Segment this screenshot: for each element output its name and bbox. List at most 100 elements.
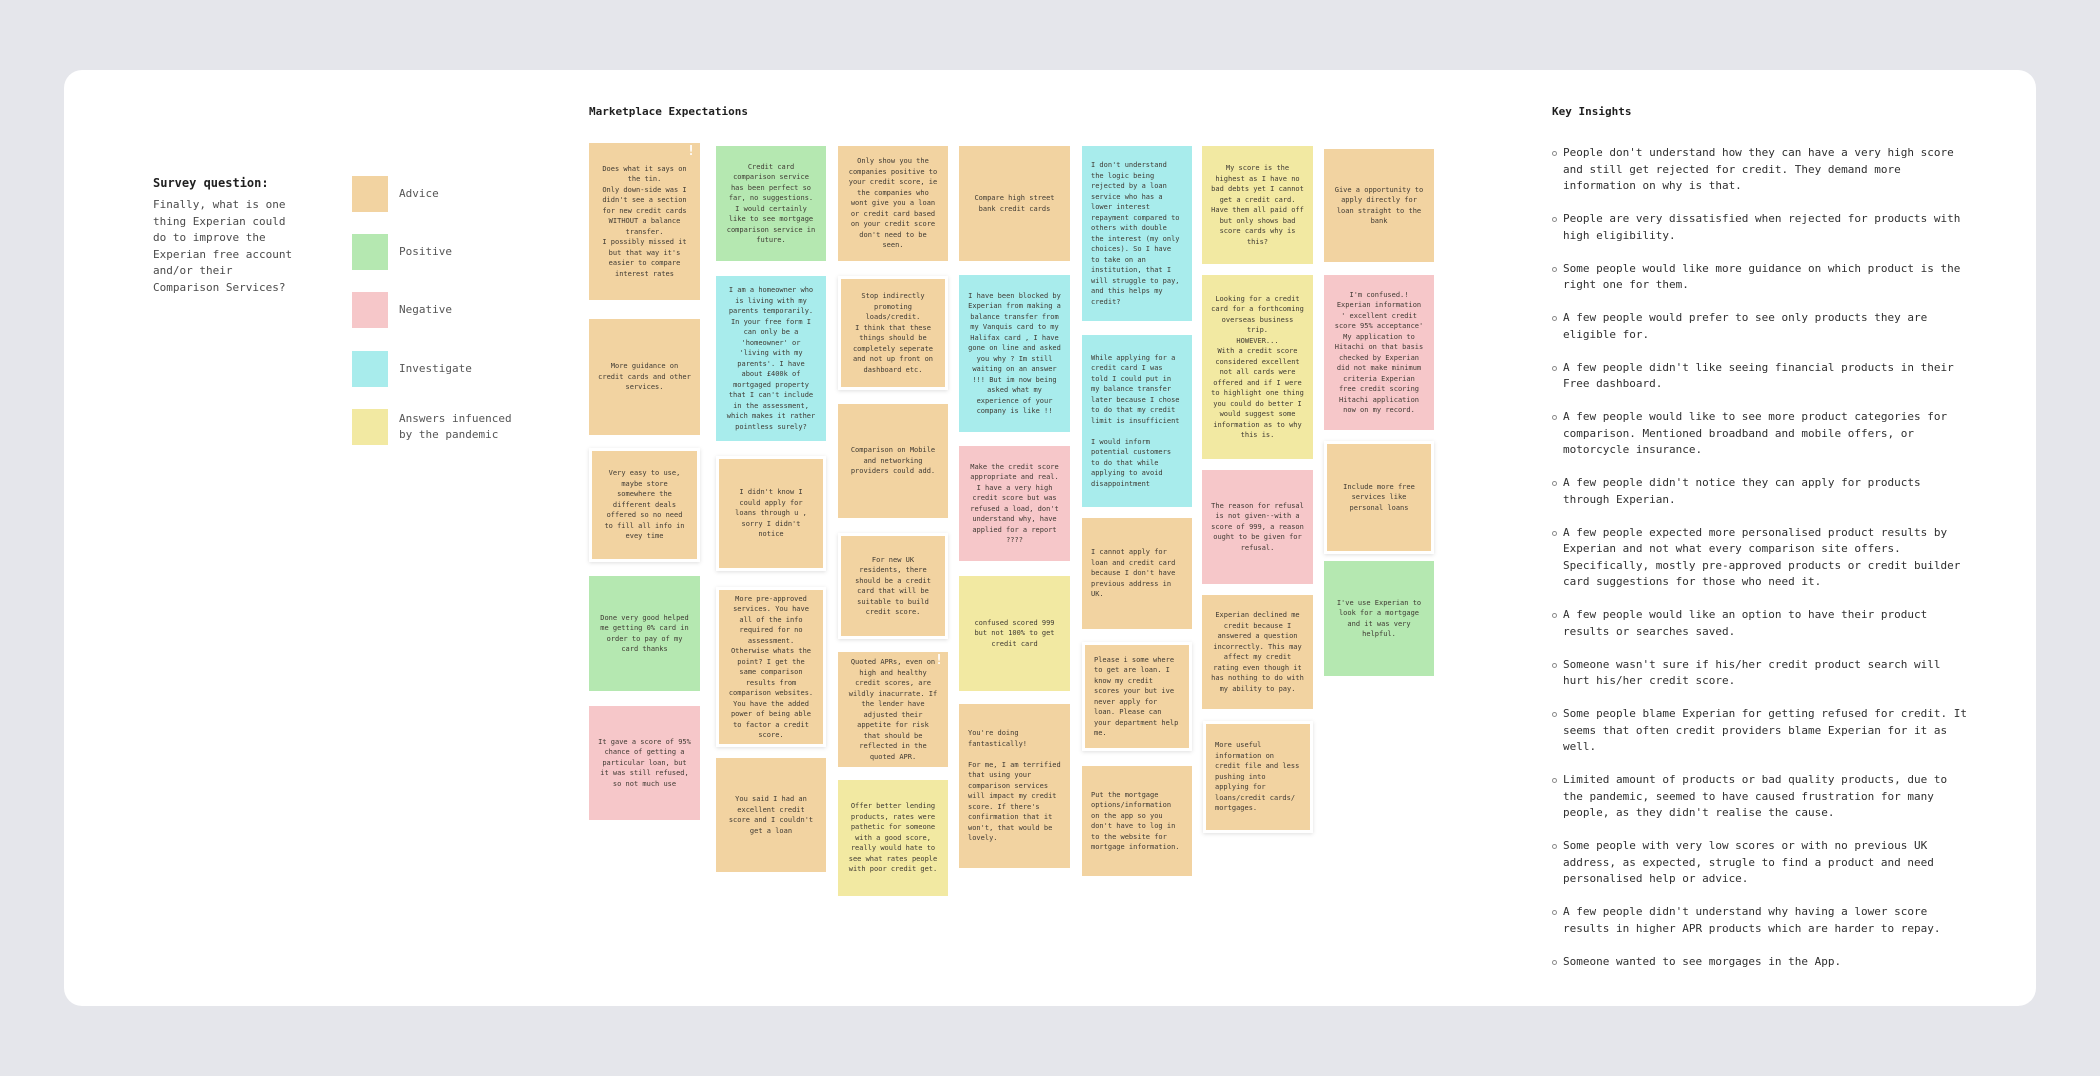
insight-item: A few people didn't like seeing financia… xyxy=(1552,360,1973,393)
note-text: Offer better lending products, rates wer… xyxy=(848,802,938,874)
note-text: More guidance on credit cards and other … xyxy=(598,362,691,392)
insight-item: A few people didn't notice they can appl… xyxy=(1552,475,1973,508)
sticky-note[interactable]: Looking for a credit card for a forthcom… xyxy=(1202,275,1313,459)
sticky-note[interactable]: Does what it says on the tin. Only down-… xyxy=(589,143,700,300)
note-text: The reason for refusal is not given--wit… xyxy=(1211,501,1304,552)
insight-item: Some people would like more guidance on … xyxy=(1552,261,1973,294)
sticky-note[interactable]: Offer better lending products, rates wer… xyxy=(838,780,948,896)
sticky-note[interactable]: I cannot apply for loan and credit card … xyxy=(1082,518,1192,629)
note-text: Please i some where to get are loan. I k… xyxy=(1094,655,1179,738)
sticky-note[interactable]: The reason for refusal is not given--wit… xyxy=(1202,470,1313,584)
note-text: I cannot apply for loan and credit card … xyxy=(1091,548,1176,599)
sticky-note[interactable]: My score is the highest as I have no bad… xyxy=(1202,146,1313,264)
sticky-note[interactable]: More guidance on credit cards and other … xyxy=(589,319,700,435)
survey-question-title: Survey question: xyxy=(153,176,269,190)
sticky-note[interactable]: Only show you the companies positive to … xyxy=(838,146,948,261)
insight-item: A few people would prefer to see only pr… xyxy=(1552,310,1973,343)
insight-item: Someone wasn't sure if his/her credit pr… xyxy=(1552,657,1973,690)
note-text: Quoted APRs, even on high and healthy cr… xyxy=(848,658,938,761)
marketplace-title: Marketplace Expectations xyxy=(589,105,748,118)
sticky-note[interactable]: Quoted APRs, even on high and healthy cr… xyxy=(838,652,948,767)
note-text: Stop indirectly promoting loads/credit. … xyxy=(852,292,934,374)
sticky-note[interactable]: Make the credit score appropriate and re… xyxy=(959,446,1070,561)
sticky-note[interactable]: I don't understand the logic being rejec… xyxy=(1082,146,1192,321)
legend-swatch-advice xyxy=(352,176,388,212)
sticky-note[interactable]: I'm confused.! Experian information ' ex… xyxy=(1324,275,1434,430)
sticky-note[interactable]: Done very good helped me getting 0% card… xyxy=(589,576,700,691)
legend-label-positive: Positive xyxy=(399,245,452,258)
note-text: Does what it says on the tin. Only down-… xyxy=(602,164,687,278)
note-text: Looking for a credit card for a forthcom… xyxy=(1211,294,1304,440)
note-text: I have been blocked by Experian from mak… xyxy=(968,291,1061,416)
sticky-note[interactable]: Experian declined me credit because I an… xyxy=(1202,595,1313,709)
sticky-note[interactable]: You said I had an excellent credit score… xyxy=(716,758,826,872)
note-text: I don't understand the logic being rejec… xyxy=(1091,161,1180,306)
note-text: Credit card comparison service has been … xyxy=(726,162,816,245)
sticky-note[interactable]: Compare high street bank credit cards xyxy=(959,146,1070,261)
note-text: Comparison on Mobile and networking prov… xyxy=(850,446,936,476)
note-text: Only show you the companies positive to … xyxy=(848,157,938,250)
sticky-note[interactable]: Comparison on Mobile and networking prov… xyxy=(838,404,948,518)
sticky-note[interactable]: For new UK residents, there should be a … xyxy=(841,536,945,636)
exclamation-flag-icon: ! xyxy=(935,653,943,668)
legend-label-advice: Advice xyxy=(399,187,439,200)
insight-item: A few people didn't understand why havin… xyxy=(1552,904,1973,937)
legend-label-negative: Negative xyxy=(399,303,452,316)
sticky-note[interactable]: Very easy to use, maybe store somewhere … xyxy=(592,451,697,559)
sticky-note[interactable]: Please i some where to get are loan. I k… xyxy=(1085,645,1189,748)
sticky-note[interactable]: I've use Experian to look for a mortgage… xyxy=(1324,561,1434,676)
note-text: Make the credit score appropriate and re… xyxy=(970,462,1059,545)
note-text: Experian declined me credit because I an… xyxy=(1211,611,1304,693)
sticky-note[interactable]: I am a homeowner who is living with my p… xyxy=(716,276,826,441)
note-text: I've use Experian to look for a mortgage… xyxy=(1336,598,1422,639)
note-text: It gave a score of 95% chance of getting… xyxy=(598,737,691,788)
key-insights-list: People don't understand how they can hav… xyxy=(1551,145,1973,987)
note-text: My score is the highest as I have no bad… xyxy=(1211,164,1304,246)
legend-swatch-negative xyxy=(352,292,388,328)
sticky-note[interactable]: Credit card comparison service has been … xyxy=(716,146,826,261)
insight-item: A few people would like an option to hav… xyxy=(1552,607,1973,640)
legend-label-pandemic: Answers infuenced by the pandemic xyxy=(399,412,512,441)
sticky-note[interactable]: I didn't know I could apply for loans th… xyxy=(719,459,823,568)
legend-label-investigate: Investigate xyxy=(399,362,472,375)
sticky-note[interactable]: You're doing fantastically! For me, I am… xyxy=(959,704,1070,868)
legend-swatch-pandemic xyxy=(352,409,388,445)
note-text: I am a homeowner who is living with my p… xyxy=(726,286,816,431)
insight-item: Limited amount of products or bad qualit… xyxy=(1552,772,1973,822)
sticky-note[interactable]: More useful information on credit file a… xyxy=(1206,724,1310,830)
insight-item: A few people would like to see more prod… xyxy=(1552,409,1973,459)
note-text: confused scored 999 but not 100% to get … xyxy=(974,618,1055,648)
note-text: I didn't know I could apply for loans th… xyxy=(735,488,807,539)
legend-swatch-positive xyxy=(352,234,388,270)
note-text: Give a opportunity to apply directly for… xyxy=(1334,185,1424,226)
insight-item: Someone wanted to see morgages in the Ap… xyxy=(1552,954,1973,971)
note-text: You said I had an excellent credit score… xyxy=(728,795,814,835)
sticky-note[interactable]: It gave a score of 95% chance of getting… xyxy=(589,706,700,820)
sticky-note[interactable]: Give a opportunity to apply directly for… xyxy=(1324,149,1434,262)
sticky-note[interactable]: Include more free services like personal… xyxy=(1327,444,1431,551)
exclamation-flag-icon: ! xyxy=(687,144,695,159)
insight-item: A few people expected more personalised … xyxy=(1552,525,1973,591)
insight-item: Some people with very low scores or with… xyxy=(1552,838,1973,888)
key-insights-title: Key Insights xyxy=(1552,105,1632,118)
note-text: I'm confused.! Experian information ' ex… xyxy=(1334,290,1424,415)
note-text: Very easy to use, maybe store somewhere … xyxy=(604,469,685,541)
sticky-note[interactable]: More pre-approved services. You have all… xyxy=(719,590,823,744)
sticky-note[interactable]: Stop indirectly promoting loads/credit. … xyxy=(841,279,945,387)
sticky-note[interactable]: Put the mortgage options/information on … xyxy=(1082,766,1192,876)
insight-item: People are very dissatisfied when reject… xyxy=(1552,211,1973,244)
note-text: You're doing fantastically! For me, I am… xyxy=(968,729,1061,843)
note-text: Put the mortgage options/information on … xyxy=(1091,790,1180,852)
note-text: Done very good helped me getting 0% card… xyxy=(600,613,689,654)
sticky-note[interactable]: While applying for a credit card I was t… xyxy=(1082,335,1192,507)
survey-question-text: Finally, what is one thing Experian coul… xyxy=(153,198,293,294)
legend-swatch-investigate xyxy=(352,351,388,387)
note-text: More useful information on credit file a… xyxy=(1215,741,1300,813)
note-text: Include more free services like personal… xyxy=(1343,482,1415,512)
sticky-note[interactable]: confused scored 999 but not 100% to get … xyxy=(959,576,1070,691)
note-text: For new UK residents, there should be a … xyxy=(855,555,931,617)
insight-item: People don't understand how they can hav… xyxy=(1552,145,1973,195)
sticky-note[interactable]: I have been blocked by Experian from mak… xyxy=(959,275,1070,432)
insight-item: Some people blame Experian for getting r… xyxy=(1552,706,1973,756)
note-text: Compare high street bank credit cards xyxy=(974,194,1055,213)
